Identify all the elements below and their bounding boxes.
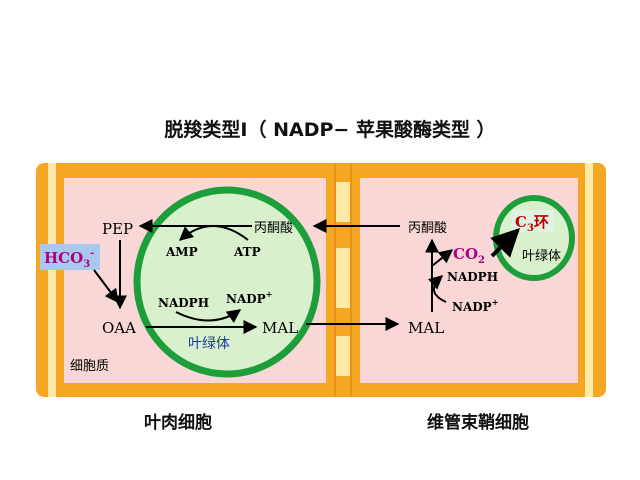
plasmodesma-middle — [336, 248, 350, 308]
nadph-label: NADPH — [158, 296, 209, 310]
bundle-sheath-caption: 维管束鞘细胞 — [427, 412, 529, 433]
c3-cycle-box — [512, 210, 554, 232]
bundle-chloroplast-label: 叶绿体 — [522, 249, 561, 264]
arrow-nadp-to-nadph — [427, 275, 447, 303]
arrow-hco3-to-oaa — [93, 269, 119, 304]
mesophyll-pyruvate-label: 丙酮酸 — [254, 221, 293, 236]
amp-label: AMP — [165, 245, 198, 259]
bundle-wall-inner-right — [585, 163, 593, 397]
bundle-nadph-label: NADPH — [447, 270, 498, 284]
arrow-co2-to-c3 — [490, 228, 520, 258]
arrow-nadph-to-nadp — [175, 309, 242, 324]
bundle-mal-label: MAL — [408, 319, 444, 337]
atp-label: ATP — [233, 245, 261, 259]
arrow-to-co2 — [431, 249, 454, 267]
cytoplasm-label: 细胞质 — [70, 359, 109, 374]
arrow-atp-to-amp — [178, 225, 249, 241]
plasmodesma-top — [336, 182, 350, 222]
pep-label: PEP — [102, 220, 133, 238]
co2-label: CO2 — [453, 245, 485, 266]
mesophyll-wall-inner-left — [48, 163, 56, 397]
mesophyll-caption: 叶肉细胞 — [144, 412, 212, 433]
mesophyll-chloroplast-label: 叶绿体 — [188, 336, 230, 352]
plasmodesma-bottom — [336, 336, 350, 376]
c3-cycle-label: C3环 — [515, 213, 549, 234]
hco3-label: HCO3- — [44, 248, 94, 270]
mesophyll-mal-label: MAL — [262, 319, 298, 337]
bundle-nadp-label: NADP+ — [452, 297, 498, 314]
bundle-pyruvate-label: 丙酮酸 — [408, 221, 447, 236]
hco3-box — [40, 244, 100, 270]
page-title: 脱羧类型Ⅰ（ NADP− 苹果酸酶类型 ） — [164, 118, 495, 141]
nadp-label: NADP+ — [226, 289, 272, 306]
oaa-label: OAA — [102, 319, 136, 337]
